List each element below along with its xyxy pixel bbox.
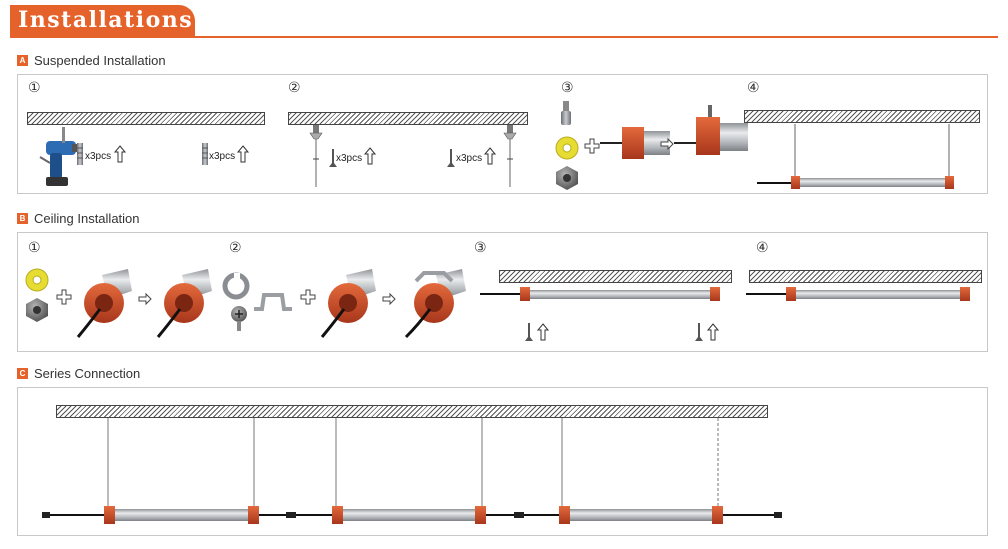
section-b-badge: B	[17, 212, 28, 224]
end-cap-icon	[156, 269, 212, 338]
section-b-heading: B Ceiling Installation	[17, 210, 140, 226]
section-b-step-2-number: ②	[229, 240, 242, 256]
up-arrow-icon	[483, 147, 497, 165]
section-a-heading: A Suspended Installation	[17, 52, 166, 68]
b3-ceiling	[499, 270, 732, 283]
end-cap-icon	[674, 105, 748, 155]
up-arrow-icon	[536, 323, 550, 341]
a4-suspended-luminaire	[757, 124, 954, 189]
anchor-icon	[77, 143, 83, 165]
screw-icon	[525, 323, 533, 341]
screw-icon	[329, 149, 337, 167]
up-arrow-icon	[113, 145, 127, 163]
page-title: Installations	[18, 7, 194, 33]
right-arrow-icon	[382, 292, 396, 306]
section-a-panel: ① ② ③ ④ x3pcs x3pcs x3pcs	[17, 74, 988, 194]
clip-icon	[254, 293, 292, 311]
washer-icon	[555, 136, 579, 160]
a2-qty-label-1: x3pcs	[336, 153, 363, 164]
a2-qty-label-2: x3pcs	[456, 153, 483, 164]
a1-qty-label-2: x3pcs	[209, 151, 236, 162]
section-b-step-1-number: ①	[28, 240, 41, 256]
section-a-step-1-number: ①	[28, 80, 41, 96]
section-c-panel	[17, 387, 988, 536]
section-a-step-4-number: ④	[747, 80, 760, 96]
anchor-icon	[202, 143, 208, 165]
right-arrow-icon	[138, 292, 152, 306]
section-a-step-2-number: ②	[288, 80, 301, 96]
screw-icon	[695, 323, 703, 341]
c-ceiling	[56, 405, 768, 418]
up-arrow-icon	[236, 145, 250, 163]
end-cap-icon	[320, 269, 376, 338]
series-connection-diagram	[42, 418, 782, 524]
section-b-step-4-number: ④	[756, 240, 769, 256]
hook-icon	[503, 125, 517, 187]
b4-ceiling-luminaire	[746, 287, 970, 301]
nut-icon	[556, 166, 578, 190]
section-b-panel: ① ② ③ ④	[17, 232, 988, 352]
washer-icon	[25, 268, 49, 292]
b4-ceiling	[749, 270, 982, 283]
end-cap-icon	[76, 269, 132, 338]
section-a-step-3-number: ③	[561, 80, 574, 96]
page-title-tab: Installations	[10, 5, 195, 37]
section-a-badge: A	[17, 54, 28, 66]
end-cap-icon	[404, 269, 466, 339]
a2-ceiling	[288, 112, 528, 125]
plus-icon	[56, 289, 72, 305]
section-a-title: Suspended Installation	[34, 52, 166, 68]
section-b-step-3-number: ③	[474, 240, 487, 256]
screw-icon	[447, 149, 455, 167]
plus-icon	[584, 138, 600, 154]
drill-icon	[39, 127, 80, 186]
section-c-title: Series Connection	[34, 365, 141, 381]
up-arrow-icon	[706, 323, 720, 341]
b3-ceiling-luminaire	[480, 287, 720, 301]
hook-icon	[222, 272, 250, 300]
right-arrow-icon	[660, 137, 674, 151]
a4-ceiling	[744, 110, 980, 123]
hook-icon	[309, 125, 323, 187]
end-cap-icon	[600, 127, 670, 159]
plus-icon	[300, 289, 316, 305]
title-underline	[10, 36, 998, 38]
section-c-badge: C	[17, 367, 28, 379]
section-b-title: Ceiling Installation	[34, 210, 140, 226]
nut-icon	[26, 298, 48, 322]
screw-icon	[231, 306, 247, 331]
section-c-heading: C Series Connection	[17, 365, 140, 381]
a1-qty-label-1: x3pcs	[85, 151, 112, 162]
hook-icon	[561, 101, 571, 125]
a1-ceiling	[27, 112, 265, 125]
up-arrow-icon	[363, 147, 377, 165]
